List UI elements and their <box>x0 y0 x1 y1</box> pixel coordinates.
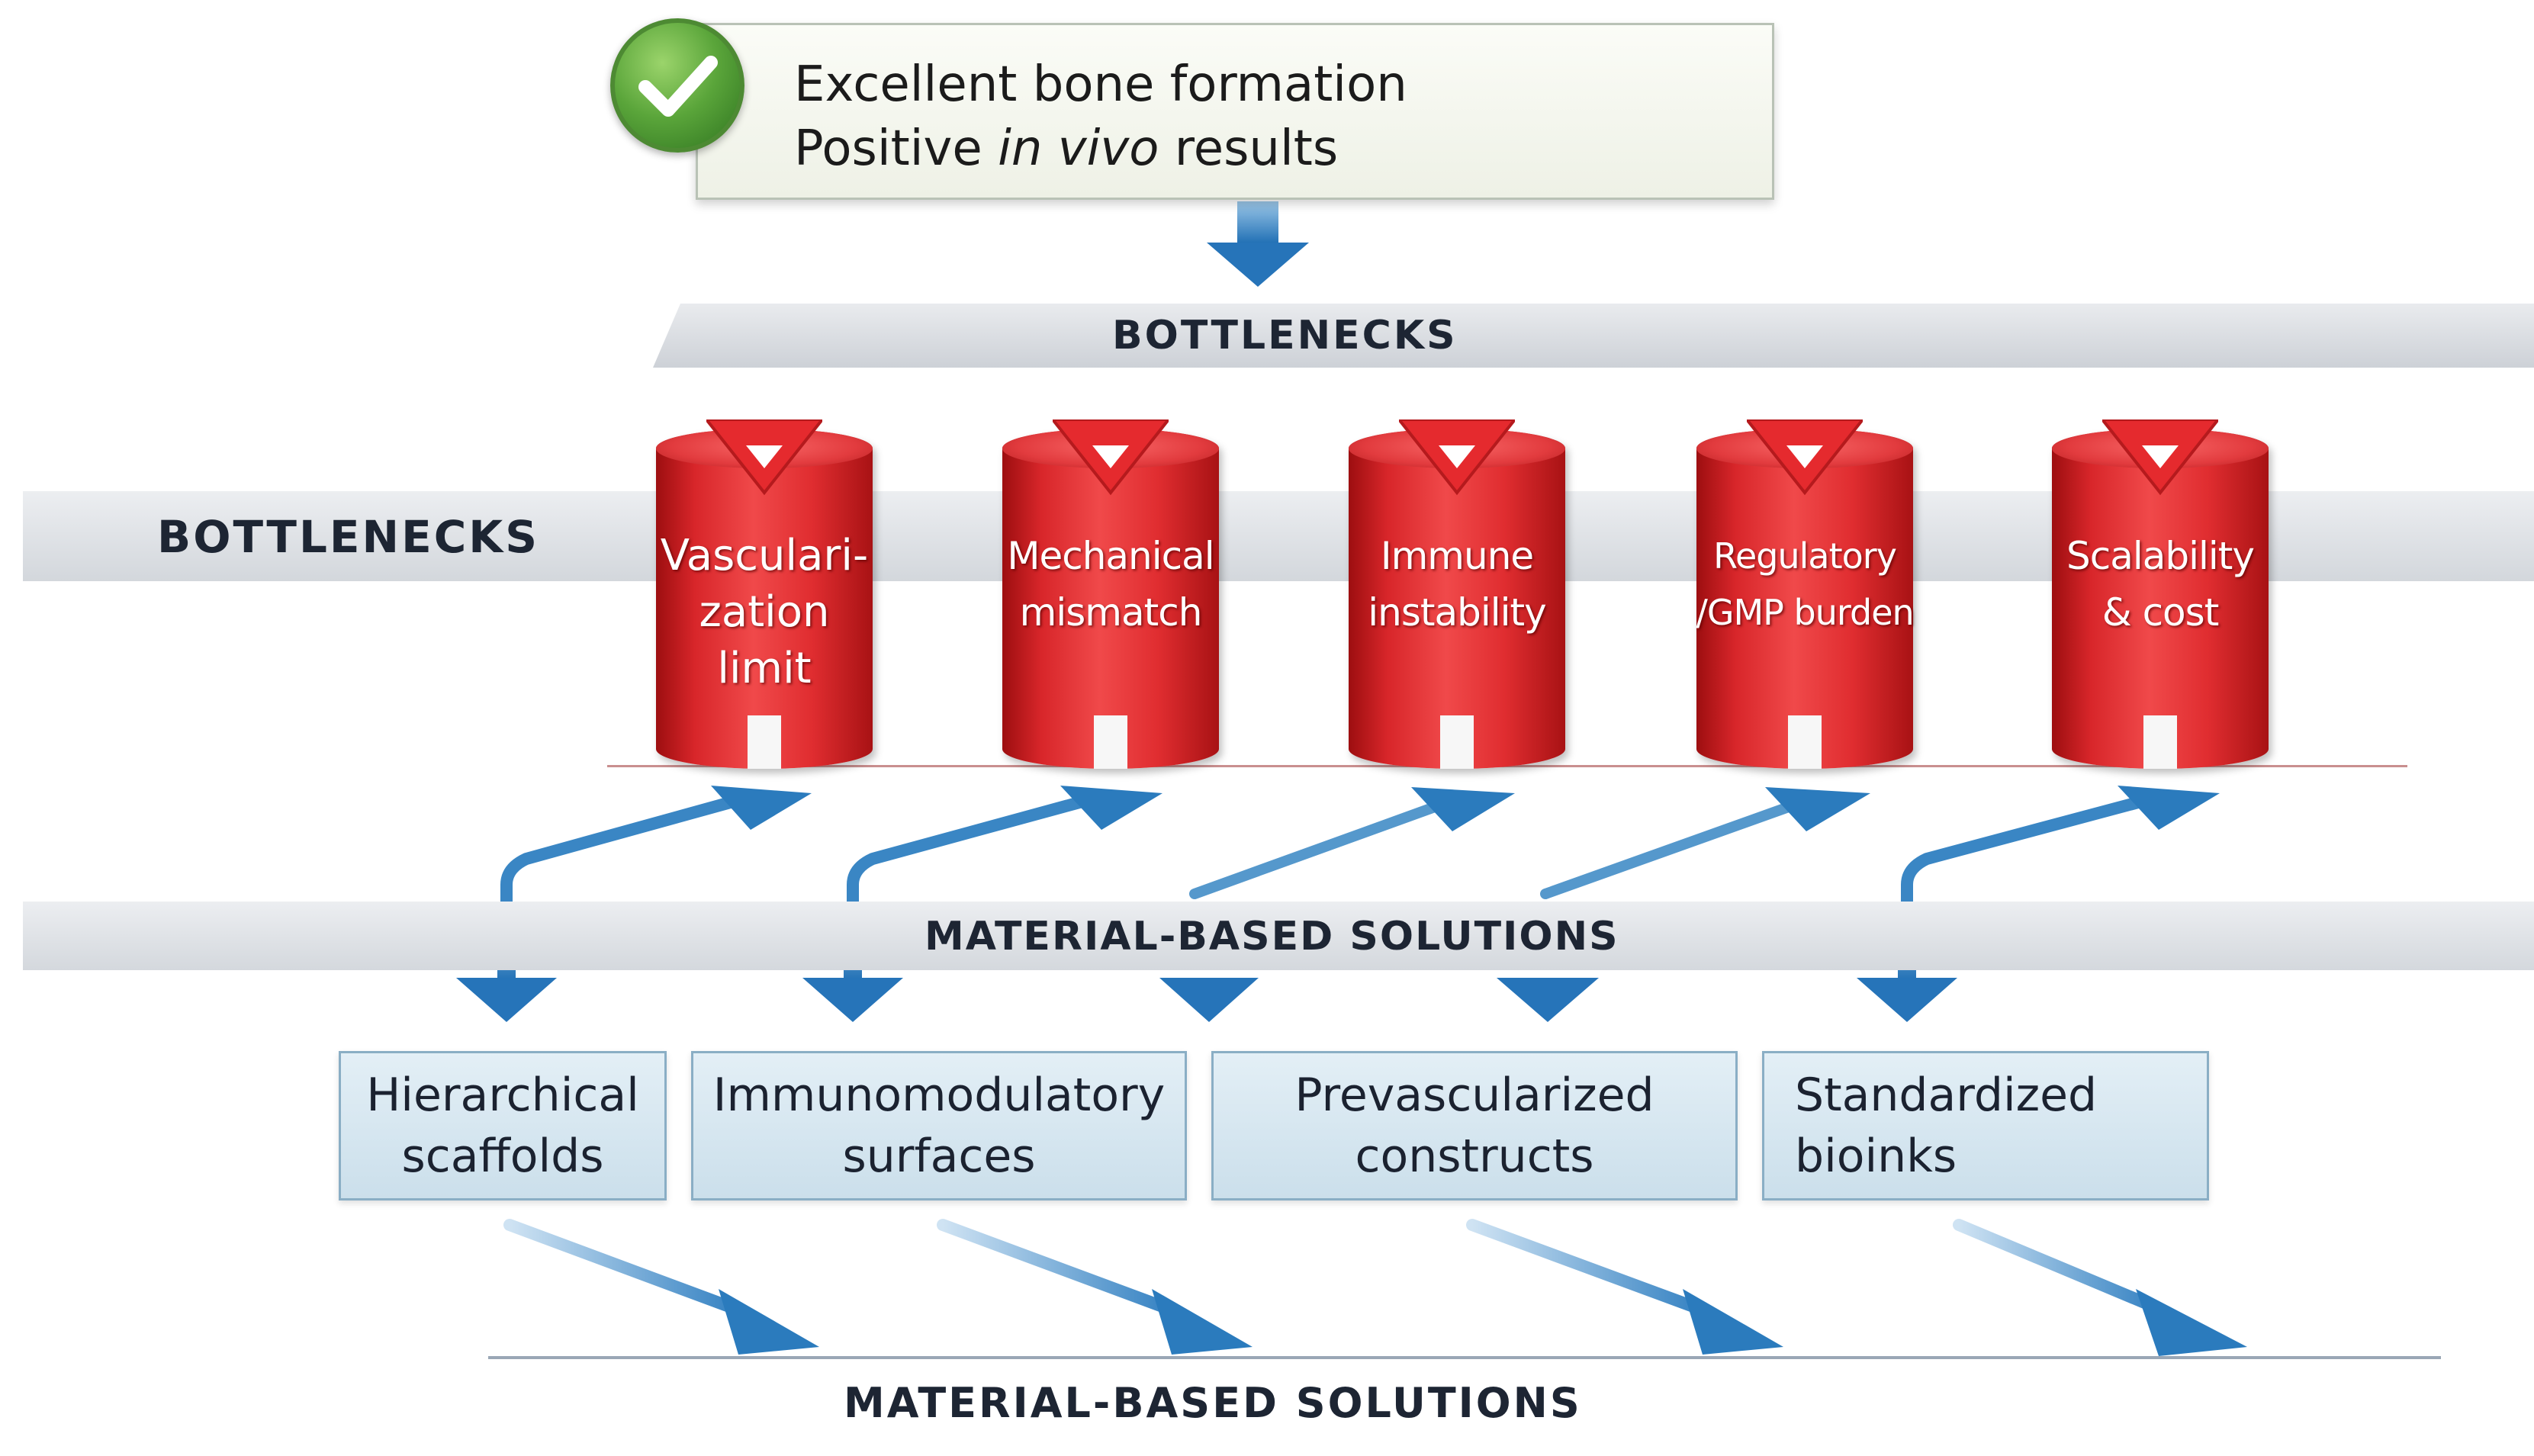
solutions-baseline <box>488 1356 2441 1359</box>
down-right-arrow-icon <box>937 1219 1253 1355</box>
warning-triangle-icon <box>706 419 822 496</box>
cylinder-notch <box>1094 715 1127 769</box>
warning-triangle-icon <box>1747 419 1863 496</box>
bottleneck-label: Regulatory/GMP burden <box>1696 535 1914 633</box>
bottlenecks-band-top <box>653 304 2534 368</box>
solutions-label-mid: MATERIAL-BASED SOLUTIONS <box>925 914 1619 959</box>
down-arrow-icon <box>1497 978 1599 1022</box>
bottleneck-cylinder-scalability: Scalability& cost <box>2052 419 2269 769</box>
bottleneck-label: Scalability& cost <box>2066 534 2255 635</box>
up-right-arrow-icon <box>1901 786 2220 949</box>
warning-triangle-icon <box>1399 419 1515 496</box>
bottleneck-cylinder-regulatory: Regulatory/GMP burden <box>1696 419 1915 769</box>
down-arrow-icon <box>1207 201 1309 287</box>
bottlenecks-label-top: BOTTLENECKS <box>1112 313 1458 358</box>
down-arrow-icon <box>1159 978 1259 1022</box>
up-right-arrow-icon <box>1540 787 1870 899</box>
cylinder-notch <box>1788 715 1822 769</box>
result-box: Excellent bone formation Positive in viv… <box>696 23 1774 200</box>
result-line-1: Excellent bone formation <box>794 56 1407 113</box>
result-text: Excellent bone formation Positive in viv… <box>794 53 1407 181</box>
warning-triangle-icon <box>1053 419 1169 496</box>
down-right-arrow-icon <box>503 1219 819 1355</box>
result-line-2: Positive in vivo results <box>794 121 1339 177</box>
cylinder-notch <box>748 715 781 769</box>
warning-triangle-icon <box>2102 419 2218 496</box>
bottlenecks-label-left: BOTTLENECKS <box>157 511 539 563</box>
checkmark-icon <box>610 18 744 153</box>
solutions-band-mid <box>23 902 2534 970</box>
up-right-arrow-icon <box>1189 787 1515 899</box>
cylinder-notch <box>2143 715 2177 769</box>
up-right-arrow-icon <box>847 786 1162 949</box>
down-right-arrow-icon <box>1466 1219 1783 1355</box>
solutions-label-bottom: MATERIAL-BASED SOLUTIONS <box>844 1379 1582 1427</box>
up-right-arrow-icon <box>500 786 812 949</box>
cylinder-notch <box>1440 715 1474 769</box>
down-right-arrow-icon <box>1953 1219 2247 1356</box>
